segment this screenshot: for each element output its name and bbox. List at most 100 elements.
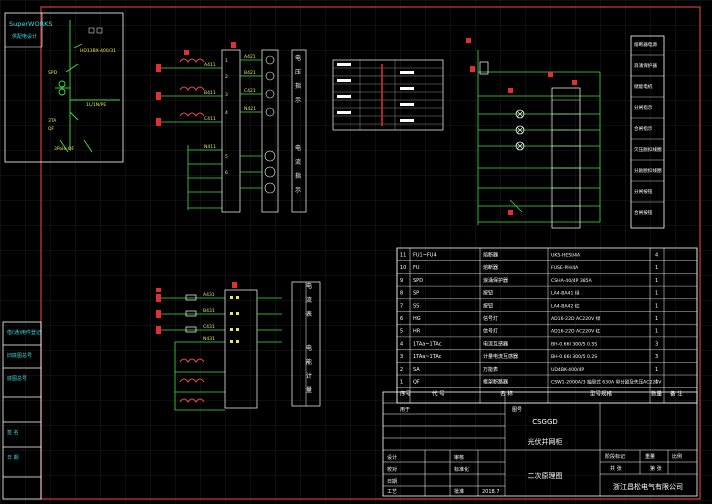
parts-row-code: SA bbox=[413, 367, 420, 373]
logo-name: SuperWORKS bbox=[9, 20, 53, 28]
terminal-label: A411 bbox=[204, 62, 216, 68]
function-label: 储能电机 bbox=[634, 83, 653, 90]
parts-row-spec: UK5-HESI/4A bbox=[551, 253, 581, 259]
parts-row-spec: AD16-22D AC220V 红 bbox=[551, 328, 601, 335]
parts-row-code: QF bbox=[413, 380, 420, 386]
parts-row-no: 2 bbox=[400, 367, 403, 373]
parts-row-code: FU1~FU4 bbox=[413, 253, 437, 259]
parts-row-code: HR bbox=[413, 329, 421, 335]
terminal-label: C411 bbox=[204, 116, 216, 122]
terminal-label: C421 bbox=[244, 88, 256, 94]
one-line-qf-label: QF bbox=[48, 126, 55, 132]
parts-row-no: 9 bbox=[400, 278, 403, 284]
terminal-number: 6 bbox=[225, 170, 228, 176]
parts-table: 1 1 FU1~FU4 熔断器 UK5-HESI/4A 4 10 FU 熔断器 FUSE-PH/4… bbox=[396, 247, 698, 404]
terminal-label: N411 bbox=[204, 144, 216, 150]
parts-row-no: 5 bbox=[400, 329, 403, 335]
parts-row-spec: FUSE-PH/4A bbox=[551, 265, 579, 271]
parts-row-code: FU bbox=[413, 265, 420, 271]
parts-row-qty: 1 bbox=[655, 380, 658, 386]
drawing-border bbox=[40, 6, 701, 500]
drawing-name: 二次原理图 bbox=[528, 471, 563, 480]
one-line-switch-label: HD13BX-400/31 bbox=[80, 48, 116, 54]
parts-row-no: 4 bbox=[400, 341, 403, 347]
title-used-in-label: 用于 bbox=[400, 407, 410, 413]
parts-row-no: 6 bbox=[400, 316, 403, 322]
scale-label: 比例 bbox=[672, 453, 682, 460]
meter-label-char: 电 bbox=[306, 282, 312, 290]
parts-row-spec: LA4-BA41 绿 bbox=[551, 290, 580, 297]
cabinet-name: 光伏并网柜 bbox=[528, 437, 563, 446]
parts-row-spec: LA4-BA42 红 bbox=[551, 302, 580, 309]
parts-row-spec: BH-0.66I 300/5 0.2S bbox=[551, 354, 597, 360]
terminal-label: C431 bbox=[203, 324, 215, 330]
one-line-spd-label: SPD bbox=[48, 70, 58, 76]
parts-row-code: HG bbox=[413, 316, 421, 322]
terminal-label: B421 bbox=[244, 70, 256, 76]
terminal-number: 4 bbox=[225, 110, 228, 116]
parts-row-qty: 1 bbox=[655, 329, 658, 335]
parts-row-code: SPD bbox=[413, 278, 423, 284]
terminal-label: N421 bbox=[244, 106, 256, 112]
terminal-label: B411 bbox=[204, 90, 216, 96]
parts-row-qty: 1 bbox=[655, 278, 658, 284]
parts-row-name: 按钮 bbox=[483, 302, 493, 309]
left-tab-label: 旧底图总号 bbox=[7, 352, 32, 359]
meter-label-char: 压 bbox=[295, 69, 301, 76]
check-label: 校对 bbox=[387, 466, 397, 473]
terminal-number: 5 bbox=[225, 154, 228, 160]
logo-sub: 供配电设计 bbox=[12, 33, 37, 40]
terminal-number: 2 bbox=[225, 74, 228, 80]
one-line-ratio-label: 1L/1N/PE bbox=[86, 102, 106, 108]
parts-row-name: 信号灯 bbox=[483, 328, 498, 335]
parts-header-remark: 备 注 bbox=[670, 390, 683, 398]
drawing-date: 2018.7 bbox=[482, 489, 500, 495]
terminal-number: 3 bbox=[225, 92, 228, 98]
control-circuit: 熔断器电源浪涌保护器储能电机分闸指示合闸指示欠压脱扣线圈分励脱扣线圈分闸按钮合闸… bbox=[466, 35, 665, 229]
total-sheets-label: 共 张 bbox=[610, 465, 622, 472]
parts-row-no: 10 bbox=[400, 265, 406, 271]
function-label-column bbox=[630, 35, 665, 229]
process-label: 工艺 bbox=[387, 489, 397, 495]
parts-row-code: SS bbox=[413, 303, 419, 309]
terminal-label: A421 bbox=[244, 54, 256, 60]
function-label: 浪涌保护器 bbox=[634, 62, 657, 69]
meter-label-char: 流 bbox=[306, 296, 312, 304]
parts-row-name: 熔断器 bbox=[483, 264, 498, 271]
parts-row-qty: 3 bbox=[655, 354, 658, 360]
title-block: 用于 图号 CSGGD 光伏并网柜 二次原理图 阶段标记 重量 比例 共 张 第… bbox=[382, 391, 698, 497]
parts-header-qty: 数量 bbox=[651, 390, 663, 398]
parts-row-spec: AD16-22D AC220V 绿 bbox=[551, 315, 601, 322]
parts-row-name: 信号灯 bbox=[483, 315, 498, 322]
parts-row-no: 7 bbox=[400, 303, 403, 309]
function-label: 合闸按钮 bbox=[634, 209, 653, 216]
parts-row-name: 万能表 bbox=[483, 366, 498, 373]
meter-label-char: 量 bbox=[306, 387, 312, 394]
function-label: 分闸指示 bbox=[634, 104, 653, 111]
parts-row-qty: 1 bbox=[655, 291, 658, 297]
parts-row-spec: BH-0.66I 300/5 0.5S bbox=[551, 341, 597, 347]
meter-label-char: 电 bbox=[306, 344, 312, 352]
left-tab-label: 借(通)用件登记 bbox=[7, 329, 41, 336]
parts-row-code: 1TAa~1TAc bbox=[413, 341, 442, 347]
function-label: 熔断器电源 bbox=[634, 41, 657, 48]
parts-row-name: 熔断器 bbox=[483, 252, 498, 259]
terminal-number: 1 bbox=[225, 58, 228, 64]
meter-label-char: 指 bbox=[295, 172, 301, 180]
terminal-label: N431 bbox=[203, 336, 215, 342]
one-line-diagram bbox=[55, 20, 120, 153]
parts-row-name: 按钮 bbox=[483, 290, 493, 297]
left-tab-label: 日 期 bbox=[7, 455, 19, 461]
parts-row-qty: 3 bbox=[655, 341, 658, 347]
meter-label-char: 示 bbox=[295, 97, 301, 104]
review-label: 审核 bbox=[454, 454, 464, 461]
one-line-breaker-label: 3Pole-QF bbox=[54, 146, 75, 152]
title-drawing-no-label: 图号 bbox=[512, 407, 522, 413]
company-name: 浙江昌松电气有限公司 bbox=[613, 482, 683, 491]
parts-row-qty: 1 bbox=[655, 265, 658, 271]
parts-row-name: 计量电流互感器 bbox=[483, 353, 518, 360]
approve-label: 批准 bbox=[454, 488, 464, 495]
